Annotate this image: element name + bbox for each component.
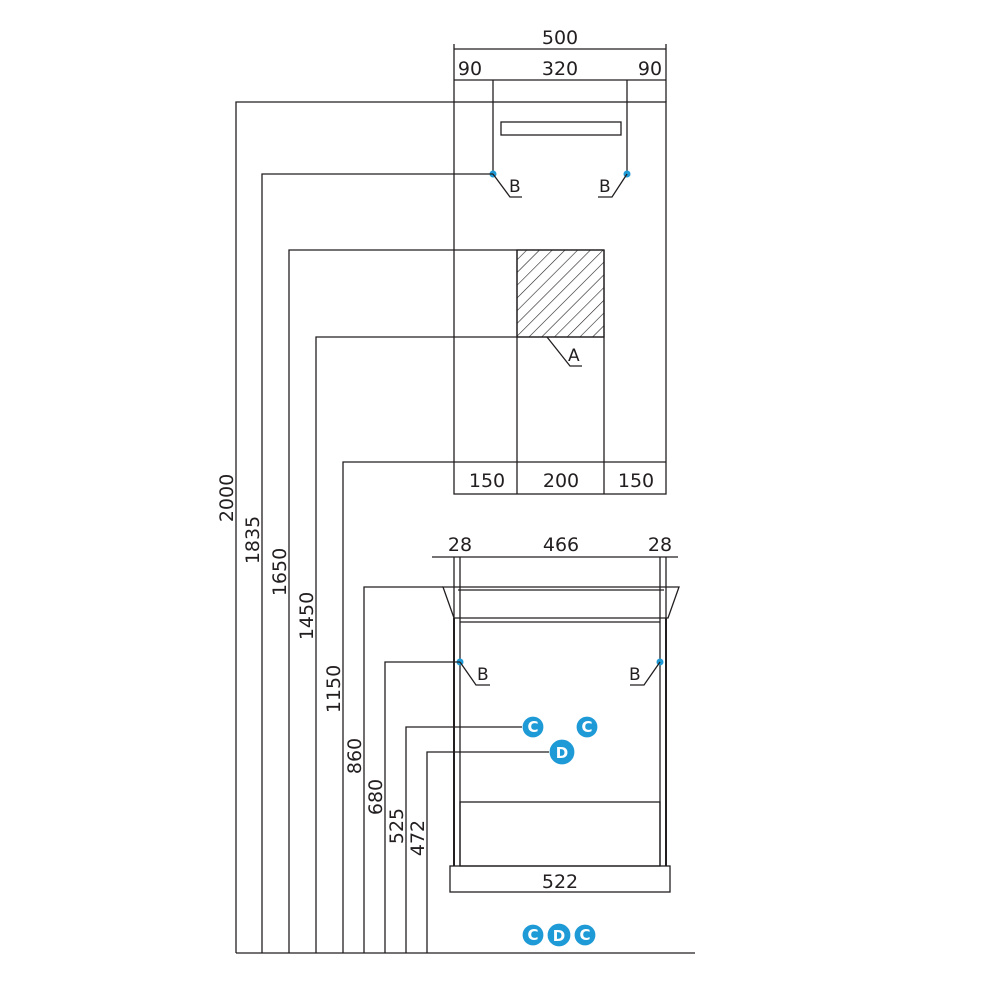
drain-d-icon	[546, 922, 572, 948]
height-line-2000	[235, 101, 454, 953]
height-860: 860	[344, 738, 366, 774]
vanity-plinth	[449, 865, 671, 893]
leader-line	[546, 336, 582, 367]
height-line-1835	[261, 173, 493, 953]
dim-lower-total-width: 522	[542, 871, 578, 893]
leader-line	[492, 173, 522, 198]
floor-marker-c-right-label: C	[579, 926, 590, 944]
water-outlet-c-icon	[575, 715, 599, 739]
height-line-1450	[315, 336, 604, 953]
dim-upper-bottom-center: 200	[543, 470, 579, 492]
water-outlet-c-icon	[521, 923, 545, 947]
height-2000: 2000	[216, 474, 238, 522]
height-line-525	[405, 726, 522, 953]
dim-upper-width: 500	[542, 27, 578, 49]
height-line-680	[384, 661, 460, 953]
leader-line	[630, 661, 661, 686]
height-1450: 1450	[296, 592, 318, 640]
marker-d-label: D	[556, 744, 568, 762]
height-dimensions: 2000 1835 1650 1450 1150 860 680 525 472	[216, 101, 695, 954]
floor-marker-d-label: D	[553, 927, 565, 945]
callout-b-upper-left: B	[509, 177, 521, 197]
dim-upper-bottom-left: 150	[469, 470, 505, 492]
height-line-472	[426, 751, 549, 953]
washbasin	[442, 586, 680, 619]
dim-lower-left-side: 28	[448, 534, 472, 556]
floor-markers: C C D	[521, 922, 597, 948]
height-1650: 1650	[269, 548, 291, 596]
dim-upper-right-offset: 90	[638, 58, 662, 80]
leader-line	[459, 661, 490, 686]
upper-cabinet-outline	[453, 101, 667, 495]
height-line-1650	[288, 249, 604, 953]
upper-light-bar	[500, 121, 622, 136]
socket-zone-hatch	[516, 249, 605, 338]
upper-unit: 500 90 320 90 B B A 150 200 150	[453, 27, 667, 495]
lower-unit: 28 466 28 522 B B C C D	[432, 534, 680, 893]
height-1835: 1835	[242, 516, 264, 564]
marker-c-right-label: C	[581, 718, 592, 736]
dim-upper-bottom-right: 150	[618, 470, 654, 492]
dim-lower-inner-width: 466	[543, 534, 579, 556]
callout-a: A	[568, 346, 580, 366]
vanity-drawer	[459, 801, 661, 867]
water-outlet-c-icon	[573, 923, 597, 947]
dim-upper-left-offset: 90	[458, 58, 482, 80]
dim-upper-mount-spacing: 320	[542, 58, 578, 80]
callout-b-lower-left: B	[477, 665, 489, 685]
height-680: 680	[365, 779, 387, 815]
leader-line	[598, 173, 628, 198]
dim-lower-right-side: 28	[648, 534, 672, 556]
height-525: 525	[386, 808, 408, 844]
height-472: 472	[407, 820, 429, 856]
height-line-860	[363, 586, 443, 953]
marker-c-left-label: C	[527, 718, 538, 736]
floor-marker-c-left-label: C	[527, 926, 538, 944]
callout-b-lower-right: B	[629, 665, 641, 685]
height-1150: 1150	[323, 665, 345, 713]
height-line-1150	[342, 461, 454, 953]
callout-b-upper-right: B	[599, 177, 611, 197]
